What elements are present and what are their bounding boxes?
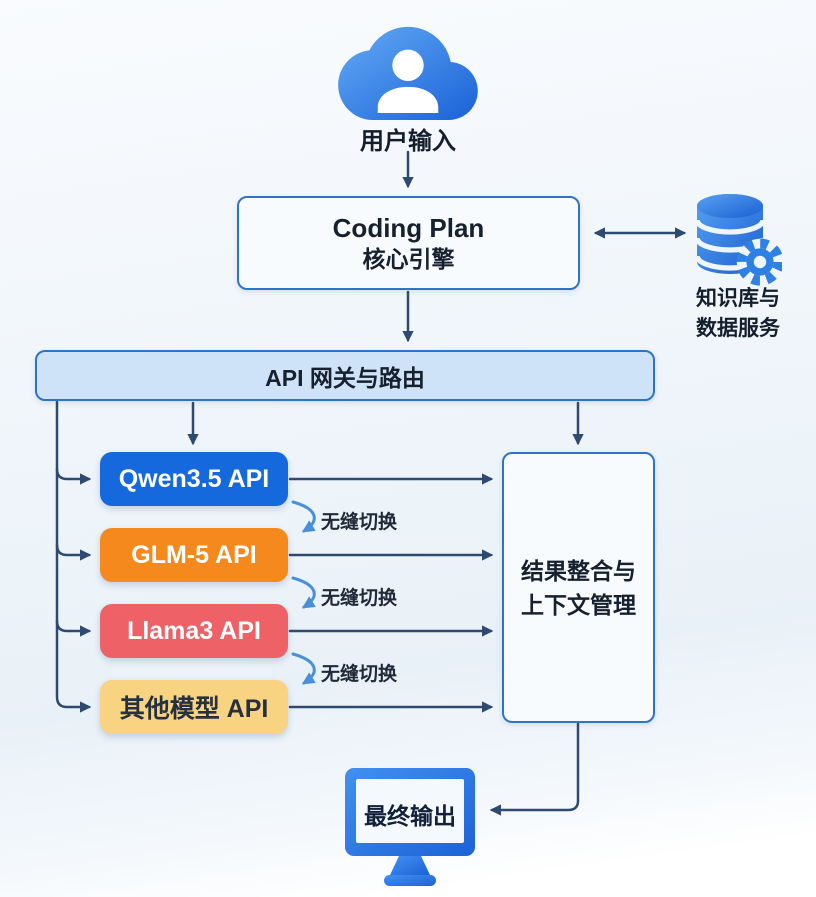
monitor-base <box>384 875 436 886</box>
knowledge-service-label: 知识库与 数据服务 <box>668 284 808 344</box>
model-node-llama: Llama3 API <box>100 604 288 658</box>
final-output-label: 最终输出 <box>364 803 456 829</box>
monitor-icon <box>345 768 475 886</box>
gear-icon <box>736 238 782 286</box>
user-input-label: 用户输入 <box>360 128 456 155</box>
branch-to-llama <box>55 619 92 637</box>
api-gateway-label: API 网关与路由 <box>265 364 425 391</box>
monitor-stand <box>390 856 430 875</box>
model-label-other: 其他模型 API <box>119 695 269 723</box>
cloud-user-icon <box>338 26 478 120</box>
knowledge-service-line2: 数据服务 <box>696 317 780 340</box>
branch-to-qwen <box>55 467 92 485</box>
model-node-other: 其他模型 API <box>100 680 288 734</box>
branch-to-glm <box>55 543 92 561</box>
switch-label-1: 无缝切换 <box>321 512 398 533</box>
user-head <box>392 49 424 82</box>
switch-label-2: 无缝切换 <box>321 588 398 609</box>
model-label-qwen: Qwen3.5 API <box>118 464 270 493</box>
aggregator-line2: 上下文管理 <box>521 591 636 618</box>
model-label-llama: Llama3 API <box>127 616 261 645</box>
switch-arc-2 <box>291 576 316 609</box>
aggregator-node: 结果整合与 上下文管理 <box>502 452 655 723</box>
core-engine-node: Coding Plan 核心引擎 <box>237 196 580 290</box>
switch-label-3: 无缝切换 <box>321 664 398 685</box>
switch-arc-1 <box>291 500 316 533</box>
monitor-screen <box>356 779 464 843</box>
core-engine-subtitle: 核心引擎 <box>362 246 455 272</box>
aggregator-line1: 结果整合与 <box>521 557 636 584</box>
database-gear-icon <box>694 194 782 286</box>
model-label-glm: GLM-5 API <box>131 540 257 569</box>
knowledge-service-line1: 知识库与 <box>696 287 780 310</box>
user-body <box>377 86 439 114</box>
model-node-glm: GLM-5 API <box>100 528 288 582</box>
switch-arc-3 <box>291 652 316 685</box>
api-gateway-node: API 网关与路由 <box>35 350 655 401</box>
core-engine-title: Coding Plan <box>332 213 485 243</box>
arrow-aggregator-to-output <box>489 722 580 816</box>
model-node-qwen: Qwen3.5 API <box>100 452 288 506</box>
trunk-left-to-other <box>55 400 92 713</box>
